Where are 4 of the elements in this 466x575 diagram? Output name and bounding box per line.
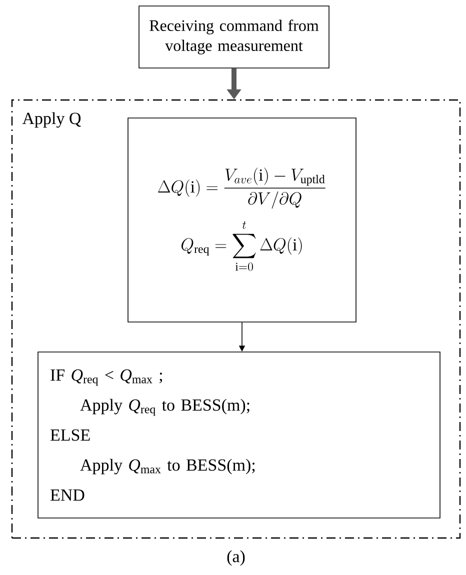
caption: (a) [227, 550, 245, 566]
pseudocode-box: IF Q$_{req}$ < Q$_{max}$ ; Apply Q$_{req}$ to BESS(m); ELSE Apply Q$_{max}$ to BESS(m); END [38, 352, 440, 518]
process-box: Receiving command from voltage measurement [138, 6, 330, 68]
formula-box: $\Delta Q(\mathrm{i}) = \frac{V_{ave}(\mathrm{i}) - V_{\mathrm{uptld}}}{\partial V / \partial Q}$ $Q_{\mathrm{req}} = \sum_{\mathrm{i}=0}^{t} \Delta Q(\mathrm{i})$ [128, 118, 356, 322]
